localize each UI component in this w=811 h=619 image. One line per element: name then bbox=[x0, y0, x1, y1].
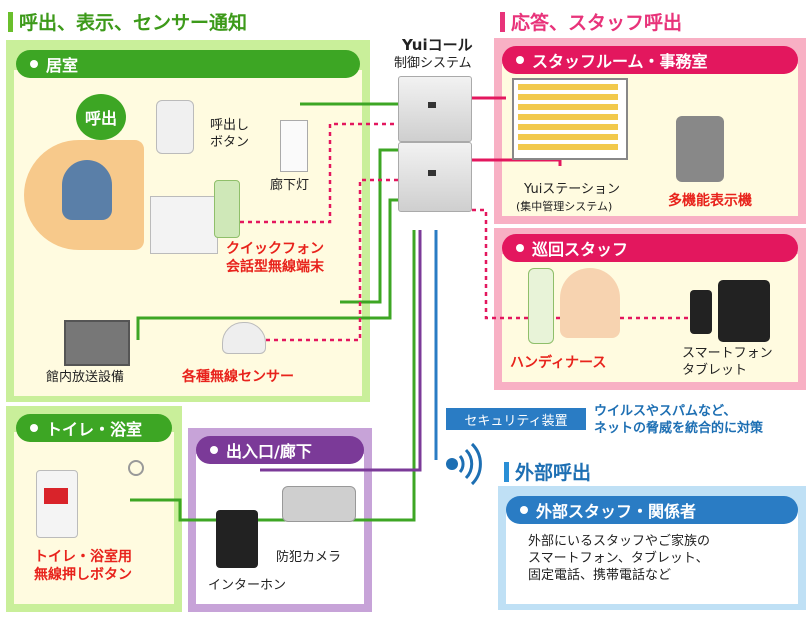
external-section-title: 外部呼出 bbox=[504, 458, 591, 485]
entrance-pill: 出入口/廊下 bbox=[196, 436, 364, 464]
toilet-title: トイレ・浴室 bbox=[46, 420, 143, 439]
dotted-pink-line bbox=[472, 208, 560, 320]
station-sub-label: (集中管理システム) bbox=[516, 200, 613, 213]
controller-led bbox=[428, 102, 436, 108]
intercom-device bbox=[216, 510, 258, 568]
wireless-icon bbox=[446, 442, 482, 486]
room-pill: 居室 bbox=[16, 50, 360, 78]
camera-label: 防犯カメラ bbox=[276, 550, 342, 565]
room-title: 居室 bbox=[46, 56, 79, 75]
controller-led bbox=[428, 170, 436, 176]
pink-line bbox=[470, 158, 562, 166]
entrance-title: 出入口/廊下 bbox=[226, 442, 312, 461]
smartphone-device bbox=[690, 290, 712, 334]
handy-nurse-device bbox=[528, 268, 554, 344]
right-section-label: 応答、スタッフ呼出 bbox=[511, 12, 683, 34]
left-section-title: 呼出、表示、センサー通知 bbox=[8, 8, 247, 35]
tablet-device bbox=[718, 280, 770, 342]
left-section-label: 呼出、表示、センサー通知 bbox=[19, 12, 248, 34]
green-line bbox=[130, 230, 416, 522]
external-pill: 外部スタッフ・関係者 bbox=[506, 496, 798, 524]
pull-cord-icon bbox=[128, 460, 144, 476]
quickphone-label: クイックフォン 会話型無線端末 bbox=[226, 241, 324, 276]
toilet-button-label: トイレ・浴室用 無線押しボタン bbox=[34, 549, 132, 584]
station-screen bbox=[518, 84, 618, 150]
hall-light-label: 廊下灯 bbox=[270, 178, 310, 193]
smart-label: スマートフォン タブレット bbox=[682, 346, 773, 378]
staff-illustration bbox=[560, 268, 620, 338]
quickphone-device bbox=[214, 180, 240, 238]
section-bar bbox=[504, 461, 509, 482]
dotted-pink-line bbox=[224, 122, 400, 224]
toilet-red-button bbox=[44, 488, 68, 504]
right-section-title: 応答、スタッフ呼出 bbox=[500, 8, 682, 35]
intercom-label: インターホン bbox=[208, 578, 287, 593]
patrol-title: 巡回スタッフ bbox=[532, 240, 629, 259]
section-bar bbox=[8, 11, 13, 32]
purple-line bbox=[260, 230, 422, 472]
broadcast-label: 館内放送設備 bbox=[46, 370, 125, 385]
staff-room-pill: スタッフルーム・事務室 bbox=[502, 46, 798, 74]
call-button-label: 呼出し ボタン bbox=[210, 118, 250, 150]
handy-label: ハンディナース bbox=[510, 355, 607, 371]
patient-illustration bbox=[62, 160, 112, 220]
hall-light-device bbox=[280, 120, 308, 172]
controller-unit-top bbox=[398, 76, 472, 142]
desk-phone bbox=[676, 116, 724, 182]
nurse-call-unit bbox=[150, 196, 218, 254]
speaker-device bbox=[156, 100, 194, 154]
section-bar bbox=[500, 11, 505, 32]
station-label: Yuiステーション bbox=[524, 182, 621, 197]
green-line bbox=[136, 198, 402, 340]
toilet-button-device bbox=[36, 470, 78, 538]
call-bubble: 呼出 bbox=[76, 94, 126, 140]
controller-label: 制御システム bbox=[394, 56, 472, 71]
controller-brand: Yuiコール bbox=[402, 36, 473, 54]
call-bubble-label: 呼出 bbox=[84, 109, 117, 128]
external-section-label: 外部呼出 bbox=[515, 462, 592, 484]
toilet-pill: トイレ・浴室 bbox=[16, 414, 172, 442]
broadcast-speaker bbox=[64, 320, 130, 366]
dotted-pink-line bbox=[266, 178, 400, 342]
external-title: 外部スタッフ・関係者 bbox=[536, 502, 697, 521]
security-label: セキュリティ装置 bbox=[464, 413, 568, 429]
patrol-pill: 巡回スタッフ bbox=[502, 234, 798, 262]
external-inner bbox=[506, 512, 798, 604]
staff-room-title: スタッフルーム・事務室 bbox=[532, 52, 708, 71]
security-note: ウイルスやスパムなど、 ネットの脅威を統合的に対策 bbox=[594, 404, 764, 436]
external-desc: 外部にいるスタッフやご家族の スマートフォン、タブレット、 固定電話、携帯電話な… bbox=[528, 534, 711, 583]
sensors-label: 各種無線センサー bbox=[182, 369, 294, 385]
sensor-device bbox=[222, 322, 266, 354]
camera-device bbox=[282, 486, 356, 522]
security-box: セキュリティ装置 bbox=[446, 408, 586, 430]
controller-unit-bottom bbox=[398, 142, 472, 212]
phone-label: 多機能表示機 bbox=[668, 193, 752, 209]
